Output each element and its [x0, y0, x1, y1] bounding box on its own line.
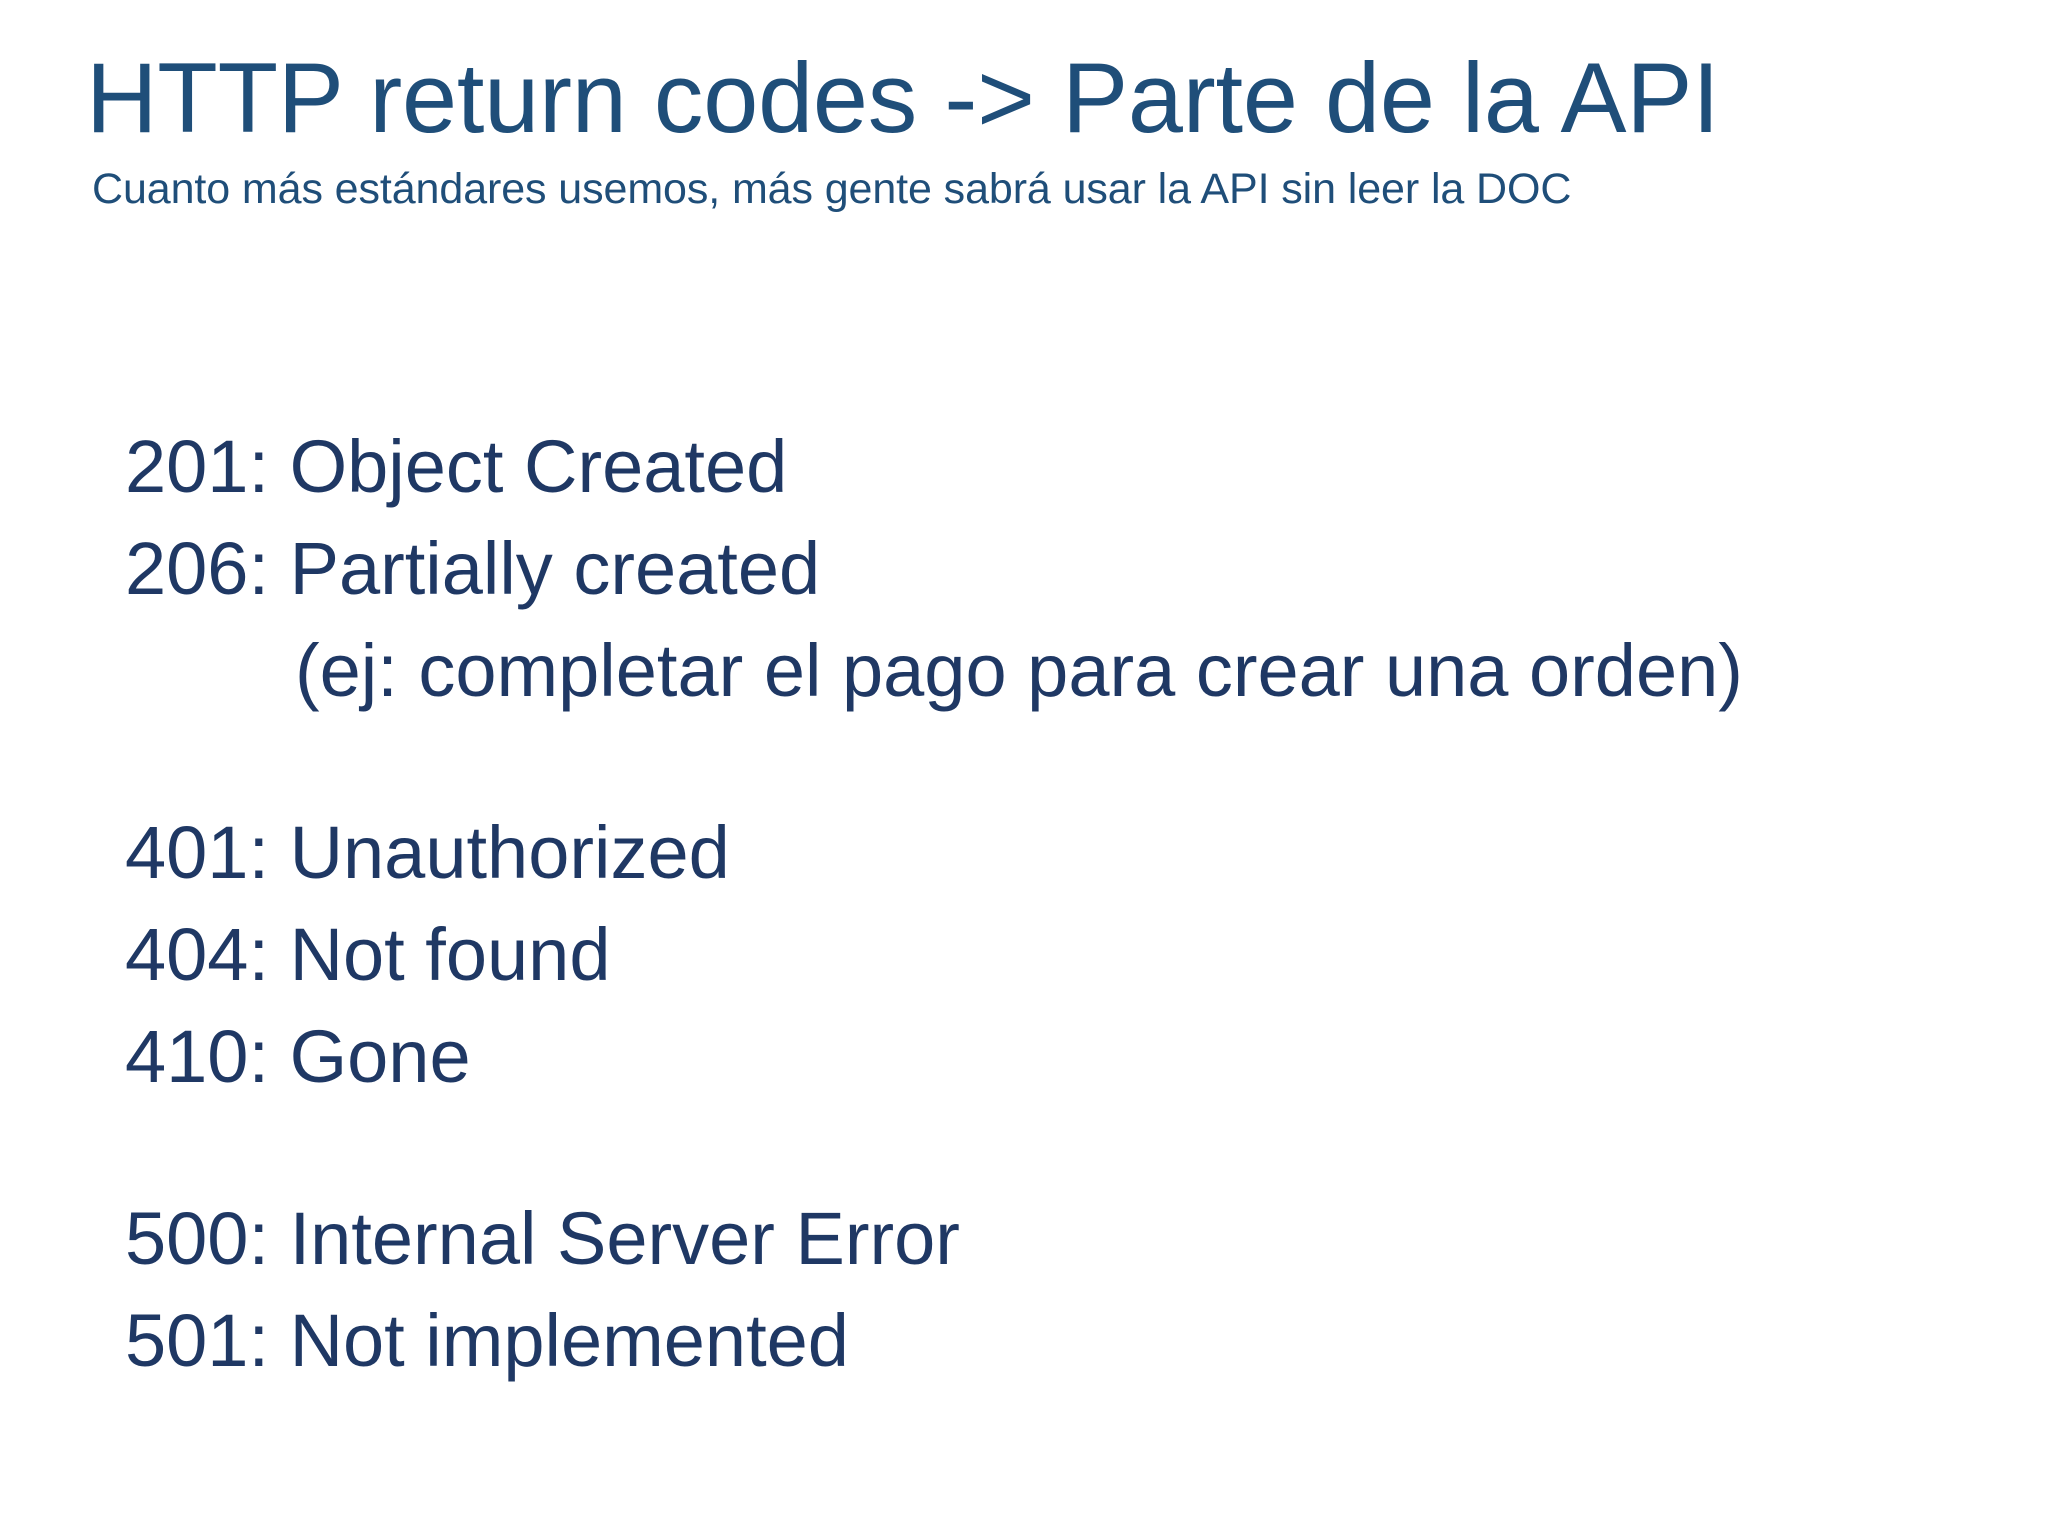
list-item: 500: Internal Server Error — [125, 1197, 960, 1280]
slide-subtitle: Cuanto más estándares usemos, más gente … — [92, 164, 1572, 213]
code-group-server-error: 500: Internal Server Error 501: Not impl… — [125, 1188, 1985, 1392]
list-item: 401: Unauthorized — [125, 811, 730, 894]
list-item: 206: Partially created — [125, 527, 821, 610]
list-item-note: (ej: completar el pago para crear una or… — [295, 629, 1743, 712]
page-title: HTTP return codes -> Parte de la API — [86, 42, 1720, 153]
code-group-client-error: 401: Unauthorized 404: Not found 410: Go… — [125, 802, 1985, 1108]
slide-header: HTTP return codes -> Parte de la API Cua… — [86, 42, 1966, 214]
list-item: 201: Object Created — [125, 425, 788, 508]
code-group-success: 201: Object Created 206: Partially creat… — [125, 416, 1985, 722]
list-item: 404: Not found — [125, 913, 611, 996]
list-item: 501: Not implemented — [125, 1299, 849, 1382]
group-separator — [125, 1108, 1985, 1188]
http-code-list: 201: Object Created 206: Partially creat… — [125, 416, 1985, 1392]
list-item: 410: Gone — [125, 1015, 471, 1098]
group-separator — [125, 722, 1985, 802]
